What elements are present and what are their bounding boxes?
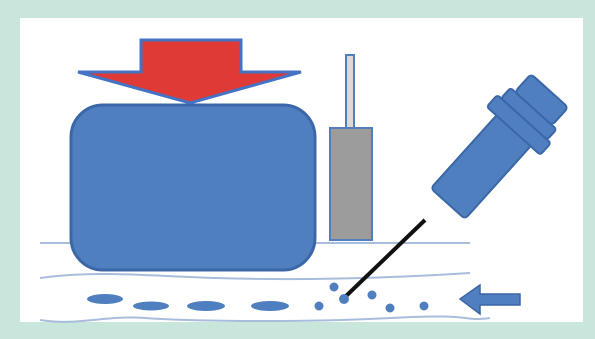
particle-dot-5 <box>385 303 395 313</box>
pressure-arrow-icon <box>77 38 302 105</box>
particle-flat-3 <box>187 301 225 311</box>
particle-dot-3 <box>339 294 349 304</box>
particle-dot-6 <box>419 301 429 311</box>
particle-dot-2 <box>314 301 324 311</box>
particle-flat-4 <box>251 301 289 311</box>
particle-dot-1 <box>329 282 339 292</box>
particle-dot-4 <box>367 290 377 300</box>
syringe-cap <box>515 74 568 125</box>
needle-line <box>342 218 427 300</box>
channel-top-line <box>39 272 471 281</box>
pressure-block <box>69 103 317 272</box>
particle-flat-2 <box>133 301 169 311</box>
probe-rod <box>345 54 355 131</box>
syringe-icon <box>431 74 568 219</box>
particle-flat-1 <box>87 294 123 304</box>
gray-probe-body <box>329 127 373 241</box>
left-arrow-icon <box>458 283 521 316</box>
channel-bottom-line <box>39 315 491 323</box>
